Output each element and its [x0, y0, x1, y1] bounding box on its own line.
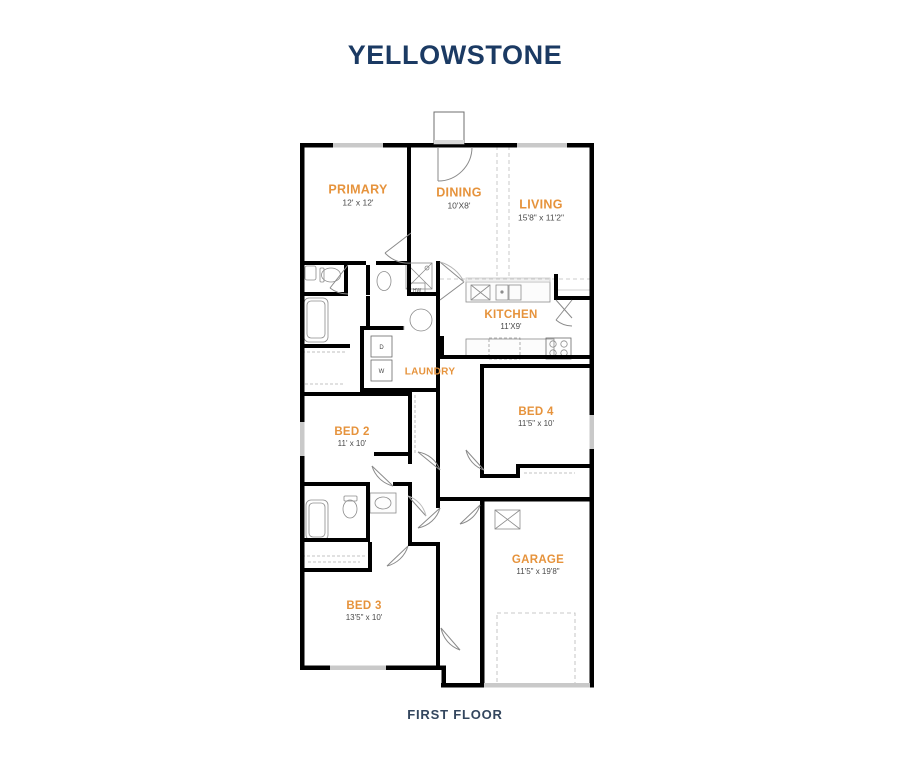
pantry-shelves: [556, 289, 592, 298]
wall-exterior-right-lower: [589, 397, 594, 687]
window-living: [517, 143, 567, 148]
door-garage-entry: [459, 504, 481, 525]
wall-laundry-bottom: [360, 388, 440, 392]
wall-kitchen-island-back: [440, 355, 594, 359]
wall-exterior-right-upper: [589, 143, 594, 397]
garage-door: [484, 683, 590, 688]
ceiling-detail-lines: [440, 146, 594, 280]
wall-bath2-bottom: [300, 538, 370, 542]
door-front-entry: [437, 146, 473, 182]
wall-primary-bath-top: [300, 261, 366, 265]
powder-bath-fixtures: [376, 271, 392, 291]
wall-bed2-bottom-left: [300, 482, 370, 486]
wall-kitchen-left-jog: [440, 336, 444, 359]
wall-garage-top: [480, 497, 594, 502]
door-bed3: [386, 545, 409, 567]
floor-level-caption: FIRST FLOOR: [407, 707, 503, 722]
walls-group: [300, 143, 594, 688]
bed3-closet: [302, 555, 365, 563]
wall-powder-left-lower: [366, 296, 370, 326]
garage-utility-box: [494, 509, 521, 530]
doors-group: [329, 111, 573, 651]
windows-group: [300, 143, 594, 688]
wall-shower-bottom: [407, 292, 440, 296]
secondary-bath-fixtures: [305, 492, 397, 541]
wall-pantry-left: [554, 274, 558, 300]
wall-bath2-right: [408, 482, 412, 542]
svg-text:HW: HW: [413, 288, 422, 294]
wall-bed4-closet-top: [516, 464, 594, 468]
wall-bath-top-right: [376, 261, 411, 265]
door-hall-center-lower: [417, 507, 441, 529]
wall-powder-left: [366, 265, 370, 295]
door-rear-utility: [440, 627, 461, 651]
primary-bath-fixtures: [303, 265, 341, 343]
wall-garage-jog-left: [441, 665, 446, 688]
wall-hall-garage-entry: [440, 497, 484, 501]
door-bed2: [371, 465, 394, 487]
wall-shower-right: [436, 261, 440, 299]
wall-bath2-left: [300, 486, 304, 542]
wall-bed4-bottom: [480, 474, 520, 478]
door-bath2: [407, 495, 427, 517]
wall-shower-left: [407, 261, 411, 295]
door-primary-bath: [329, 264, 349, 295]
primary-closet: [301, 351, 345, 392]
wall-garage-left: [480, 497, 485, 687]
wall-bed4-closet-left: [516, 464, 520, 478]
wall-bed2-closet-right: [408, 392, 412, 464]
fixtures-group: HW D W: [300, 146, 594, 686]
wall-bath2-divider: [366, 486, 370, 542]
garage-parking-outline: [496, 612, 576, 686]
wall-exterior-top: [300, 143, 594, 148]
wall-bed3-right: [436, 542, 440, 670]
wall-bath-vertical: [344, 265, 348, 296]
window-bed4: [589, 415, 594, 449]
page-title: YELLOWSTONE: [347, 40, 563, 70]
door-hall-center-upper: [417, 451, 441, 471]
wall-bed4-top: [480, 364, 594, 368]
wall-bed3-closet-right: [368, 542, 372, 572]
wall-bed3-top: [408, 542, 440, 546]
door-primary-bedroom: [384, 232, 412, 264]
wall-exterior-left-upper: [300, 143, 305, 392]
wall-laundry-right: [436, 296, 440, 392]
water-heater: [409, 308, 433, 332]
svg-text:W: W: [379, 369, 385, 375]
window-bed3: [330, 665, 386, 670]
door-bed4: [465, 449, 485, 471]
door-pantry: [555, 299, 573, 327]
wall-hall-right-lower: [436, 472, 440, 508]
wall-laundry-top: [360, 326, 404, 330]
kitchen-counter-run: [465, 277, 551, 303]
front-porch: [433, 111, 465, 145]
wall-bed2-closet-bottom: [374, 452, 412, 456]
wall-closet-top: [300, 344, 350, 348]
window-bed2: [300, 422, 305, 456]
wall-hall-right-upper: [436, 392, 440, 472]
wall-primary-right: [407, 147, 411, 263]
wall-bed3-closet-bottom: [300, 568, 372, 572]
laundry-appliances: D W: [370, 335, 393, 382]
wall-bed2-bottom-right: [393, 482, 412, 486]
svg-text:D: D: [379, 345, 384, 351]
wall-bed4-left: [480, 364, 484, 474]
window-primary: [333, 143, 383, 148]
wall-laundry-left: [360, 326, 364, 392]
wall-bed2-top: [300, 392, 412, 396]
wall-bath-mid: [300, 292, 348, 296]
wall-pantry-bottom: [554, 296, 594, 300]
door-hall-double: [439, 261, 465, 301]
